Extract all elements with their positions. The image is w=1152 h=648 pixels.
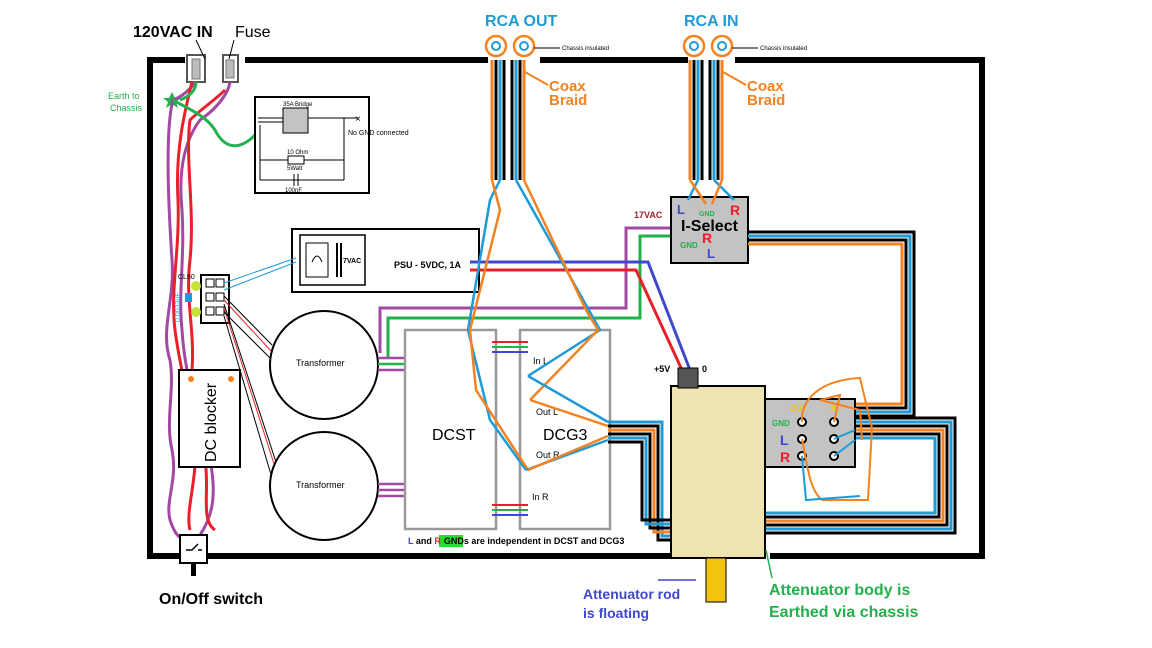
rca-out-signal-wires: [466, 179, 602, 471]
iselect-r-top: R: [730, 202, 740, 218]
transformer-dcst-wires: [378, 356, 406, 498]
coax-braid-out-1: Coax: [549, 78, 586, 95]
capacitor-label: 100nF: [285, 188, 302, 194]
jack-panel: [764, 398, 856, 468]
transformer-top-label: Transformer: [296, 358, 345, 368]
earth-to-chassis-label-2: Chassis: [110, 103, 143, 113]
attenuator-connector: [677, 367, 699, 389]
onoff-switch: [179, 534, 208, 576]
gnd-note-r: R: [434, 536, 441, 546]
dc-blocker-label: DC blocker: [203, 382, 220, 462]
iselect-l-top: L: [677, 202, 685, 217]
panel-out-label: OUT: [790, 404, 807, 413]
dcst-dcg3-links: [492, 341, 528, 516]
gnd-note-rest: are independent in DCST and DCG3: [469, 536, 625, 546]
atten-body-label-2: Earthed via chassis: [769, 604, 919, 621]
main-coax-loop: [608, 230, 957, 542]
plus5v-label: +5V: [654, 364, 670, 374]
onoff-label: On/Off switch: [159, 591, 263, 608]
rca-jacks: [484, 34, 734, 58]
panel-r-label: R: [780, 449, 790, 465]
chassis-outline: [147, 57, 985, 559]
gnd-note-and: and: [413, 536, 434, 546]
coax-braid-in-2: Braid: [747, 92, 785, 109]
jack-panel-wires: [800, 376, 873, 502]
coax-braid-in-1: Coax: [747, 78, 784, 95]
cl60-label: CL60: [178, 274, 195, 281]
psu-label: PSU - 5VDC, 1A: [394, 260, 462, 270]
iselect-gnd-top: GND: [699, 211, 715, 218]
psu-feed-wires: [378, 226, 692, 371]
transformer-bottom: [269, 431, 379, 541]
dcst-label: DCST: [432, 427, 476, 444]
resistor-label-2: 5Watt: [287, 166, 303, 172]
cap-0033-label: 0.0033uF: [175, 292, 182, 322]
rca-in-to-iselect: [686, 179, 735, 205]
dc-blocker-box: [178, 369, 241, 468]
out-l-label: Out L: [536, 407, 558, 417]
zero-label: 0: [702, 364, 707, 374]
gnd-note-l: L: [408, 536, 414, 546]
bridge-label: 35A Bridge: [283, 102, 313, 108]
attenuator-body: [670, 385, 766, 559]
dcg3-out-wires: [525, 374, 609, 472]
gnd-note-gnds: GNDs: [444, 536, 469, 546]
atten-body-label-1: Attenuator body is: [769, 582, 910, 599]
ac-in-label: 120VAC IN: [133, 24, 213, 41]
fuse-label: Fuse: [235, 24, 271, 41]
transformer-leads: [223, 257, 297, 479]
dcst-box: [403, 328, 498, 531]
fuse-holder: [222, 39, 239, 83]
no-gnd-label: No GND connected: [348, 130, 409, 137]
atten-rod-label-1: Attenuator rod: [583, 586, 680, 602]
rca-out-label: RCA OUT: [485, 13, 558, 30]
svg-text:×: ×: [355, 114, 361, 125]
earth-to-chassis-label-1: Earth to: [108, 91, 140, 101]
iselect-box: [670, 196, 749, 264]
vac17-label: 17VAC: [634, 210, 663, 220]
panel-in-label: IN: [831, 404, 839, 413]
psu-box: [291, 228, 480, 293]
coax-bundle-out: [490, 60, 526, 180]
out-r-label: Out R: [536, 450, 560, 460]
iselect-label: I-Select: [681, 218, 739, 235]
coax-braid-out-2: Braid: [549, 92, 587, 109]
vac7-label: 7VAC: [343, 258, 361, 265]
ac-inlet: [186, 39, 206, 83]
in-l-label: In L: [533, 356, 548, 366]
resistor-label-1: 10 Ohm: [287, 150, 308, 156]
iselect-gnd-bottom: GND: [680, 241, 698, 250]
iselect-r-bottom: R: [702, 230, 712, 246]
atten-rod-label-2: is floating: [583, 605, 649, 621]
chassis-insulated-in: Chassis insulated: [760, 46, 807, 52]
coax-bundle-in: [688, 60, 724, 180]
panel-l-label: L: [780, 432, 789, 448]
rca-in-label: RCA IN: [684, 13, 739, 30]
earth-lift-box: ×: [254, 96, 370, 194]
panel-gnd-label: GND: [772, 419, 790, 428]
iselect-l-bottom: L: [707, 246, 715, 261]
in-r-label: In R: [532, 492, 549, 502]
attenuator-rod: [705, 557, 727, 603]
chassis-insulated-out: Chassis insulated: [562, 46, 609, 52]
dcg3-label: DCG3: [543, 427, 588, 444]
transformer-bottom-label: Transformer: [296, 480, 345, 490]
